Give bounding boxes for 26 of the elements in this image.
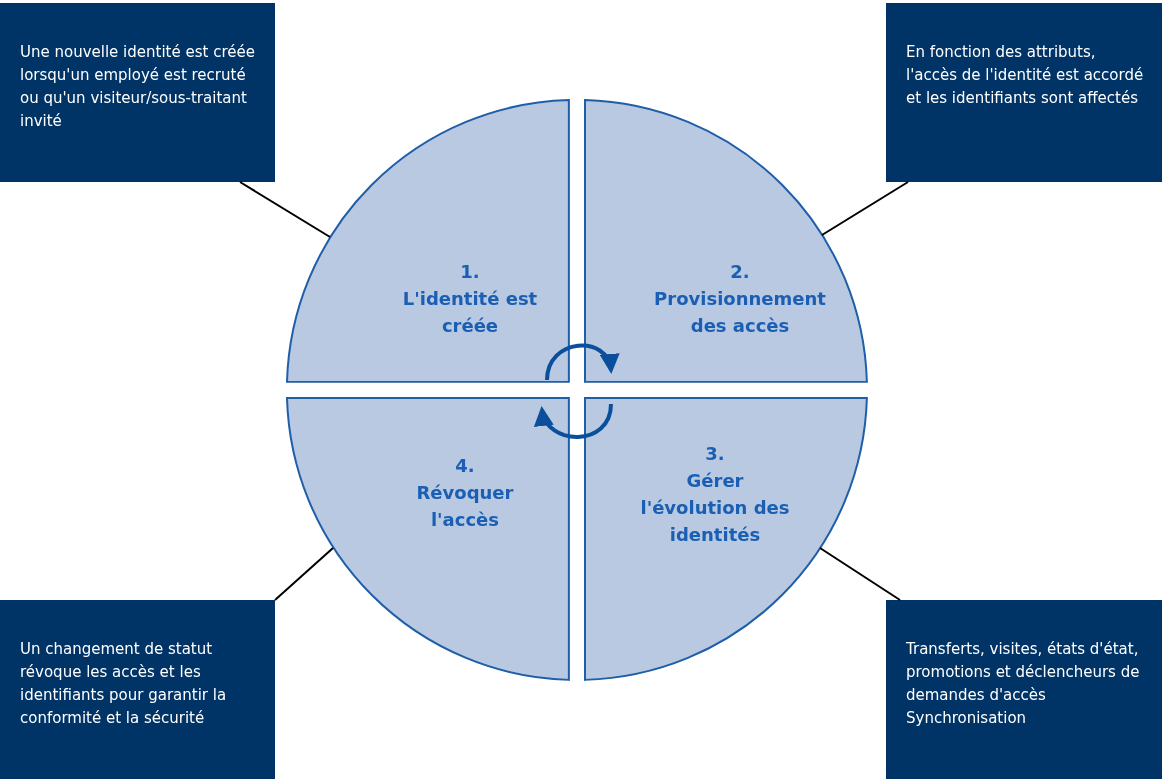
step-number: 2. <box>729 260 751 284</box>
description-panel <box>0 600 275 779</box>
description-text: En fonction des attributs, l'accès de l'identité est accordé et les identifiants sont affectés <box>906 42 1145 109</box>
description-text: Un changement de statut révoque les accès et les identifiants pour garantir la conformité et la sécurité <box>20 639 228 729</box>
step-title: Provisionnement des accès <box>653 287 827 338</box>
step-title: L'identité est créée <box>401 287 539 338</box>
quadrant-segment <box>287 100 569 382</box>
description-text: Transferts, visites, états d'état, promotions et déclencheurs de demandes d'accès Synchronisation <box>906 639 1141 729</box>
description-text: Une nouvelle identité est créée lorsqu'un employé est recruté ou qu'un visiteur/sous-traitant invité <box>20 42 256 132</box>
step-number: 4. <box>454 454 476 478</box>
description-panel <box>0 3 275 182</box>
description-panel <box>886 3 1162 182</box>
leader-line <box>239 181 331 238</box>
quadrant-segment <box>585 398 867 680</box>
leader-line <box>821 181 909 236</box>
step-number: 3. <box>704 442 726 466</box>
quadrant-segment <box>287 398 569 680</box>
cycle-arrow <box>545 343 618 381</box>
cycle-arrow <box>536 403 613 439</box>
step-title: Gérer l'évolution des identités <box>639 469 791 547</box>
leader-line <box>819 547 901 601</box>
leader-line <box>274 547 334 601</box>
description-panel <box>886 600 1162 779</box>
quadrant-segment <box>585 100 867 382</box>
step-number: 1. <box>459 260 481 284</box>
step-title: Révoquer l'accès <box>415 481 515 532</box>
